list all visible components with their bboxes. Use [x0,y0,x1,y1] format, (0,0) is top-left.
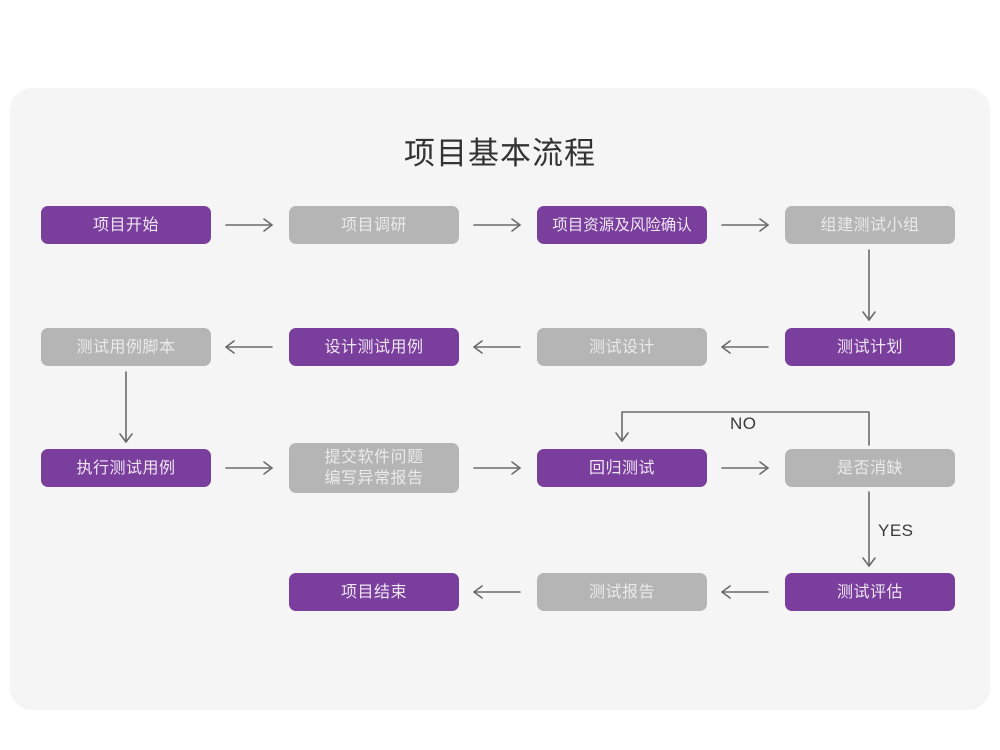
node-label: 回归测试 [588,459,655,477]
page-title: 项目基本流程 [404,136,596,171]
flowchart-card [10,88,990,710]
node-project-end[interactable]: 项目结束 [289,573,459,611]
node-label: 测试评估 [836,583,903,601]
node-label: 测试设计 [588,338,655,356]
edge-label-no: NO [730,414,757,433]
node-test-evaluation[interactable]: 测试评估 [785,573,955,611]
node-label: 测试报告 [588,583,655,601]
node-regression-test[interactable]: 回归测试 [537,449,707,487]
node-execute-test-case[interactable]: 执行测试用例 [41,449,211,487]
node-test-design[interactable]: 测试设计 [537,328,707,366]
node-project-research[interactable]: 项目调研 [289,206,459,244]
node-label: 项目开始 [92,216,159,234]
node-test-plan[interactable]: 测试计划 [785,328,955,366]
node-project-start[interactable]: 项目开始 [41,206,211,244]
node-label: 是否消缺 [836,459,903,477]
node-label: 项目结束 [340,583,407,601]
node-build-test-team[interactable]: 组建测试小组 [785,206,955,244]
node-label: 提交软件问题 编写异常报告 [324,449,424,487]
node-label: 组建测试小组 [820,216,920,234]
node-design-test-case[interactable]: 设计测试用例 [289,328,459,366]
node-label: 设计测试用例 [324,338,424,356]
node-label: 执行测试用例 [76,459,176,477]
node-defect-resolved-decision[interactable]: 是否消缺 [785,449,955,487]
node-resource-risk-confirm[interactable]: 项目资源及风险确认 [537,206,707,244]
node-test-report[interactable]: 测试报告 [537,573,707,611]
node-label: 测试用例脚本 [76,338,176,356]
node-test-case-script[interactable]: 测试用例脚本 [41,328,211,366]
node-label: 测试计划 [836,338,903,356]
edge-label-yes: YES [878,521,914,540]
node-label: 项目资源及风险确认 [552,216,692,234]
node-label: 项目调研 [340,216,407,234]
node-submit-issue-report[interactable]: 提交软件问题 编写异常报告 [289,443,459,493]
